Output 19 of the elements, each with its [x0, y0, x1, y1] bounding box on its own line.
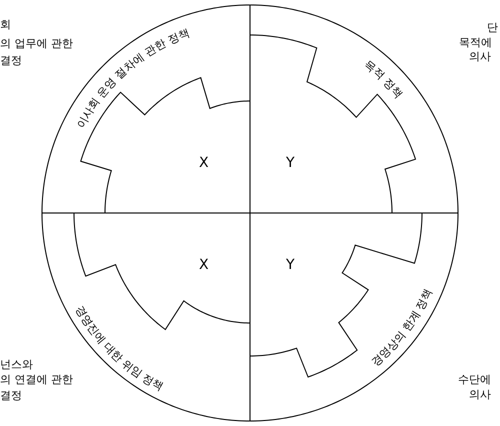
note-text: 회	[0, 18, 11, 31]
note-text: 수단에	[458, 373, 491, 386]
region-label: Y	[286, 155, 295, 171]
note-text: 목적에	[459, 36, 492, 49]
curved-label: 목적 정책	[362, 58, 405, 102]
gear-region	[250, 35, 416, 213]
note-text: 의사	[469, 388, 491, 401]
note-text: 의사	[469, 50, 491, 63]
quadrant-sector	[250, 5, 458, 213]
region-label: Y	[286, 257, 295, 273]
note-text: 넌스와	[0, 358, 33, 371]
note-text: 단	[487, 21, 498, 34]
region-label: X	[199, 155, 209, 171]
note-text: 결정	[0, 54, 22, 67]
note-text: 의 연결에 관한	[0, 373, 73, 386]
quadrant-sector	[249, 213, 458, 421]
region-label: X	[199, 257, 209, 273]
note-text: 의 업무에 관한	[0, 37, 73, 50]
note-text: 결정	[0, 389, 22, 402]
